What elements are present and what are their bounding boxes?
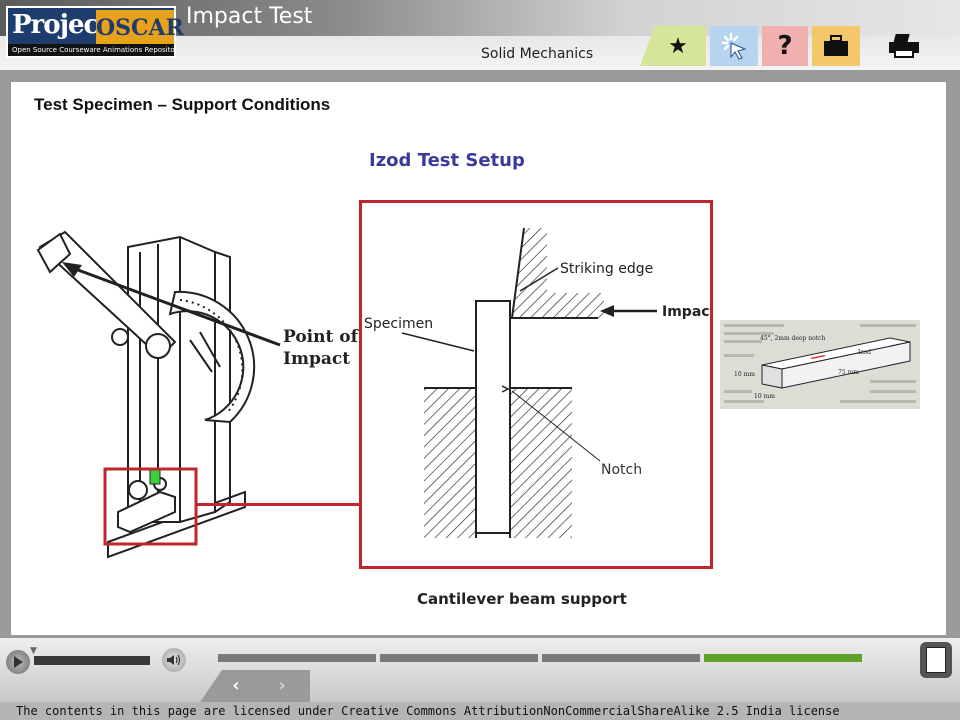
next-button[interactable]: › xyxy=(278,675,286,696)
progress-segment[interactable] xyxy=(218,654,376,662)
specimen-width-label: 10 mm xyxy=(754,393,775,400)
logo-word-oscar: OSCAR xyxy=(96,10,184,46)
progress-segment[interactable] xyxy=(380,654,538,662)
izod-machine-figure: Point of Impact xyxy=(36,230,360,559)
notes-button[interactable] xyxy=(920,642,952,678)
resources-button[interactable] xyxy=(812,26,860,66)
connector-line xyxy=(197,503,359,506)
logo-word-project: Project xyxy=(12,10,110,40)
specimen-izod-label: Izod xyxy=(858,349,871,356)
question-icon: ? xyxy=(777,31,793,61)
seek-thumb[interactable]: ▼ xyxy=(30,646,37,656)
figure-caption: Cantilever beam support xyxy=(417,590,627,608)
impact-label: Impact xyxy=(662,304,710,320)
star-icon: ★ xyxy=(668,33,688,59)
app-title: Impact Test xyxy=(186,4,313,29)
slide-title: Test Specimen – Support Conditions xyxy=(34,95,331,114)
specimen-length-label: 75 mm xyxy=(838,369,859,376)
specimen-height-label: 10 mm xyxy=(734,371,755,378)
progress-segment[interactable] xyxy=(542,654,700,662)
previous-button[interactable]: ‹ xyxy=(232,675,240,696)
logo-tagline: Open Source Courseware Animations Reposi… xyxy=(8,44,174,56)
play-icon xyxy=(14,656,23,668)
player-control-bar xyxy=(0,638,960,702)
setup-title: Izod Test Setup xyxy=(369,150,525,171)
detail-zoom-box: Striking edge Specimen Impact xyxy=(359,200,713,569)
help-button[interactable]: ? xyxy=(762,26,808,66)
striking-edge-label: Striking edge xyxy=(560,261,653,277)
point-of-impact-label-2: Impact xyxy=(283,349,350,369)
subject-label: Solid Mechanics xyxy=(481,46,594,62)
specimen-bar-figure: 45°, 2mm deep notch Izod 10 mm 75 mm 10 … xyxy=(724,324,916,403)
printer-icon xyxy=(889,34,919,58)
speaker-icon xyxy=(167,654,181,666)
progress-segment-active[interactable] xyxy=(704,654,862,662)
specimen-notch-spec: 45°, 2mm deep notch xyxy=(760,335,825,342)
volume-button[interactable] xyxy=(162,648,186,672)
print-button[interactable] xyxy=(878,26,930,66)
briefcase-icon xyxy=(824,35,848,56)
izod-detail-figure: Striking edge Specimen Impact xyxy=(364,227,710,538)
pointer-click-icon xyxy=(721,32,747,60)
seek-bar[interactable] xyxy=(34,656,150,665)
specimen-label: Specimen xyxy=(364,316,433,332)
specimen-photo: 45°, 2mm deep notch Izod 10 mm 75 mm 10 … xyxy=(720,320,920,409)
project-oscar-logo: Project OSCAR Open Source Courseware Ani… xyxy=(6,6,184,58)
notch-label: Notch xyxy=(601,462,643,478)
point-of-impact-label: Point of xyxy=(283,327,360,347)
document-icon xyxy=(926,647,946,673)
license-footer: The contents in this page are licensed u… xyxy=(0,702,960,720)
play-button[interactable] xyxy=(6,650,30,674)
interact-button[interactable] xyxy=(710,26,758,66)
